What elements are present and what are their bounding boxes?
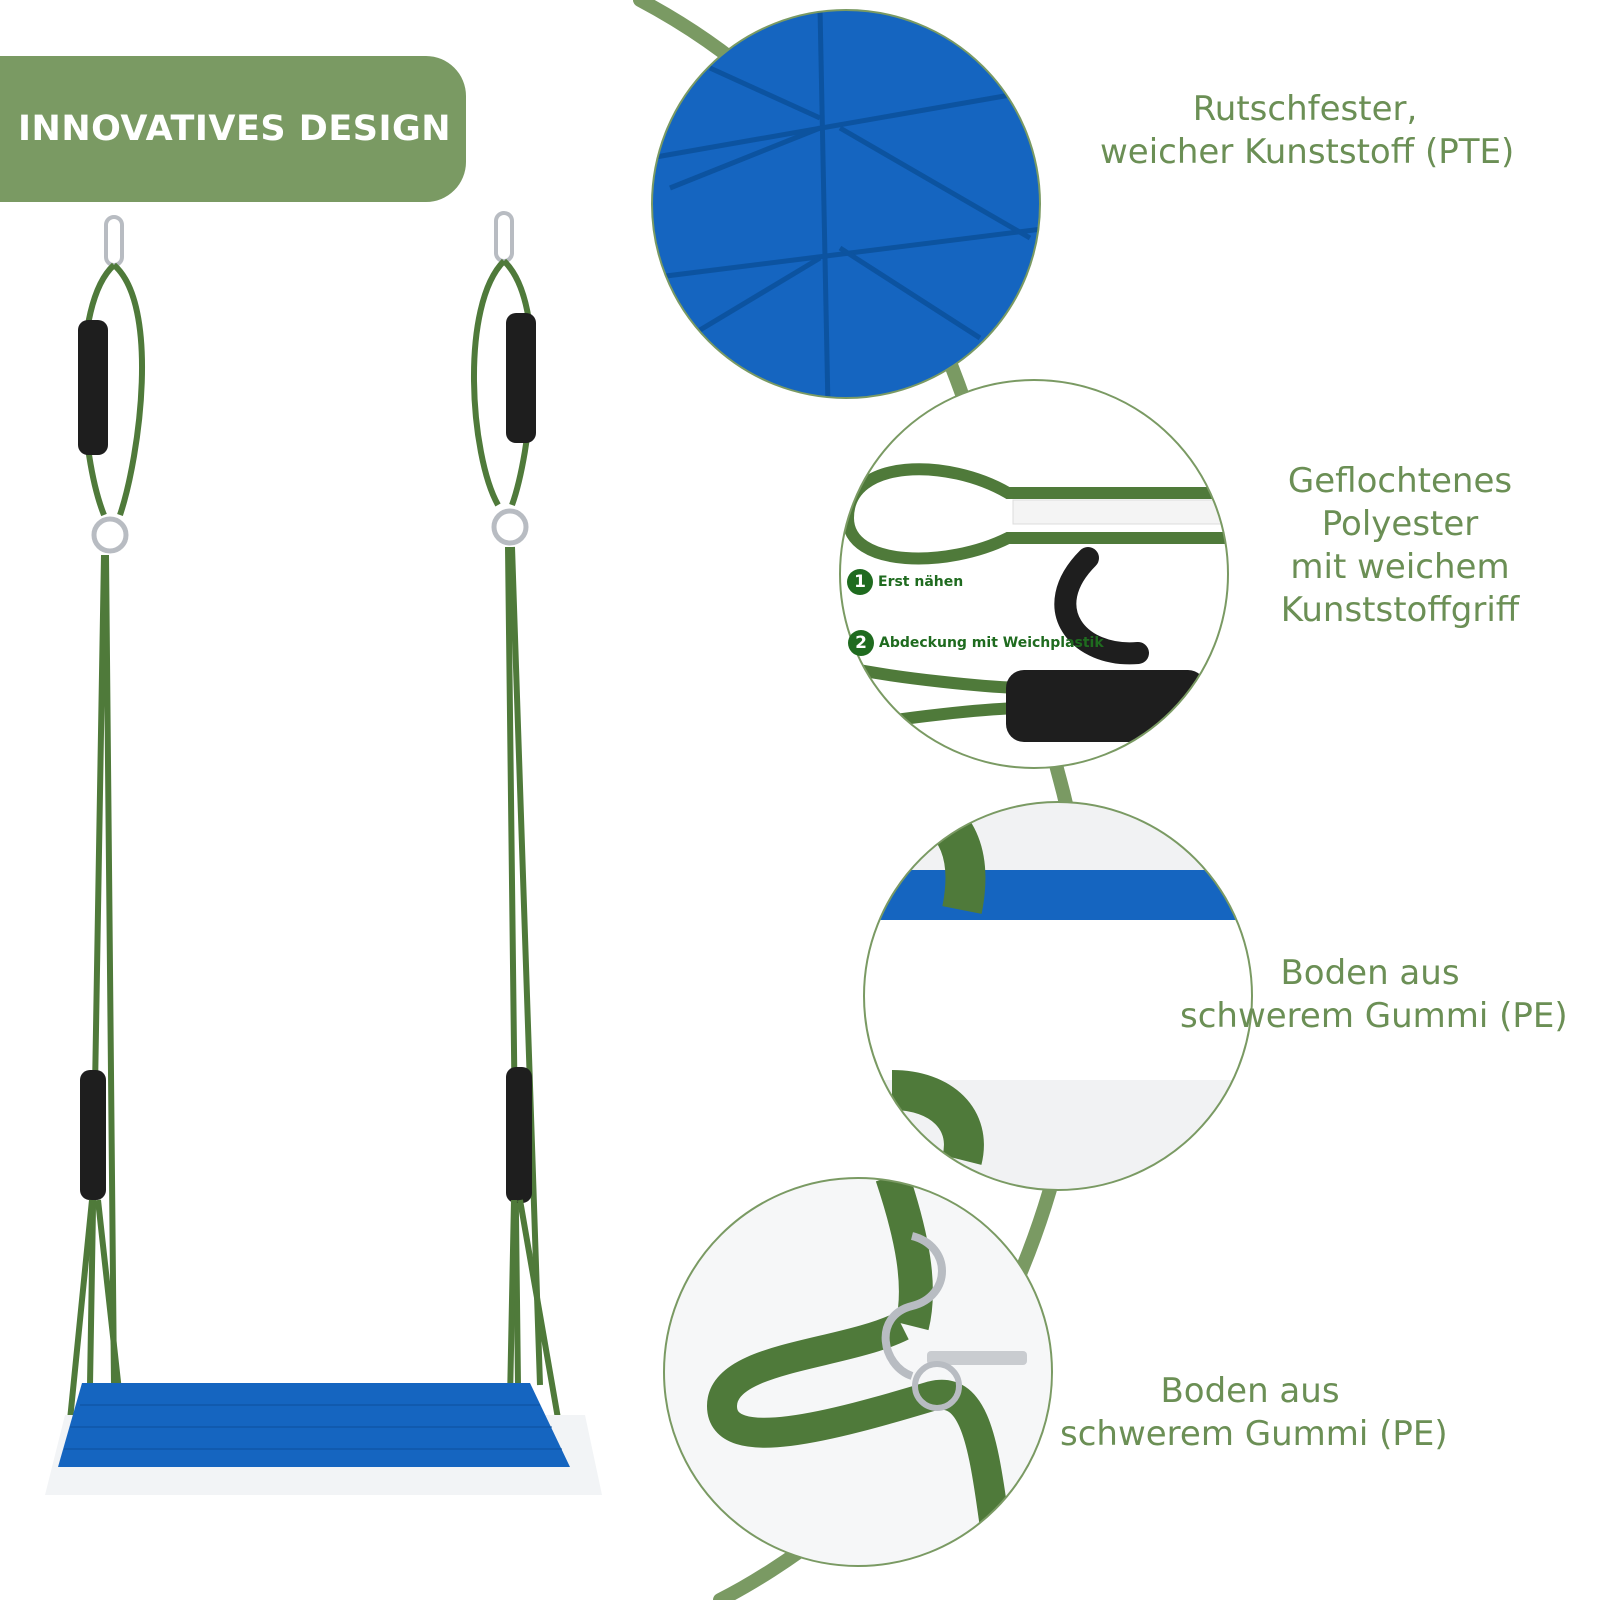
swing-illustration-icon: [45, 211, 602, 1495]
step-1-label: Erst nähen: [878, 574, 964, 590]
innovative-design-banner: INNOVATIVES DESIGN: [0, 56, 466, 202]
step-2-label: Abdeckung mit Weichplastik: [879, 635, 1104, 651]
feature-3-line-2: schwerem Gummi (PE): [1180, 996, 1568, 1036]
feature-4-line-2: schwerem Gummi (PE): [1060, 1414, 1448, 1454]
left-top-grip: [78, 320, 108, 455]
braided-rope-closeup-icon: [839, 379, 1229, 769]
feature-label-3: Boden aus schwerem Gummi (PE): [1180, 952, 1568, 1038]
right-carabiner-icon: [494, 211, 514, 263]
left-bottom-grip: [80, 1070, 106, 1200]
feature-1-line-2: weicher Kunststoff (PTE): [1100, 132, 1515, 172]
feature-4-line-1: Boden aus: [1160, 1371, 1340, 1411]
seat-top: [58, 1383, 570, 1467]
step-1: 1 Erst nähen: [847, 569, 963, 595]
right-bottom-grip: [506, 1067, 532, 1203]
left-s-hook-icon: [91, 516, 129, 554]
feature-2-line-3: mit weichem: [1290, 547, 1510, 587]
feature-2-line-1: Geflochtenes: [1287, 461, 1513, 501]
feature-3-line-1: Boden aus: [1280, 953, 1460, 993]
hook-closeup-icon: [663, 1177, 1053, 1567]
step-1-number: 1: [847, 569, 873, 595]
right-top-grip: [506, 313, 536, 443]
left-carabiner-icon: [104, 215, 124, 267]
feature-label-4: Boden aus schwerem Gummi (PE): [1060, 1370, 1448, 1456]
textured-seat-closeup-icon: [651, 9, 1041, 399]
seat-base-closeup-icon: [863, 801, 1253, 1191]
feature-2-line-2: Polyester: [1321, 504, 1479, 544]
feature-1-line-1: Rutschfester,: [1192, 89, 1418, 129]
step-2: 2 Abdeckung mit Weichplastik: [848, 630, 1104, 656]
feature-2-line-4: Kunststoffgriff: [1280, 590, 1520, 630]
step-2-number: 2: [848, 630, 874, 656]
feature-label-2: Geflochtenes Polyester mit weichem Kunst…: [1250, 460, 1550, 632]
banner-title: INNOVATIVES DESIGN: [18, 109, 451, 149]
feature-label-1: Rutschfester, weicher Kunststoff (PTE): [1100, 88, 1515, 174]
right-s-hook-icon: [491, 508, 529, 546]
